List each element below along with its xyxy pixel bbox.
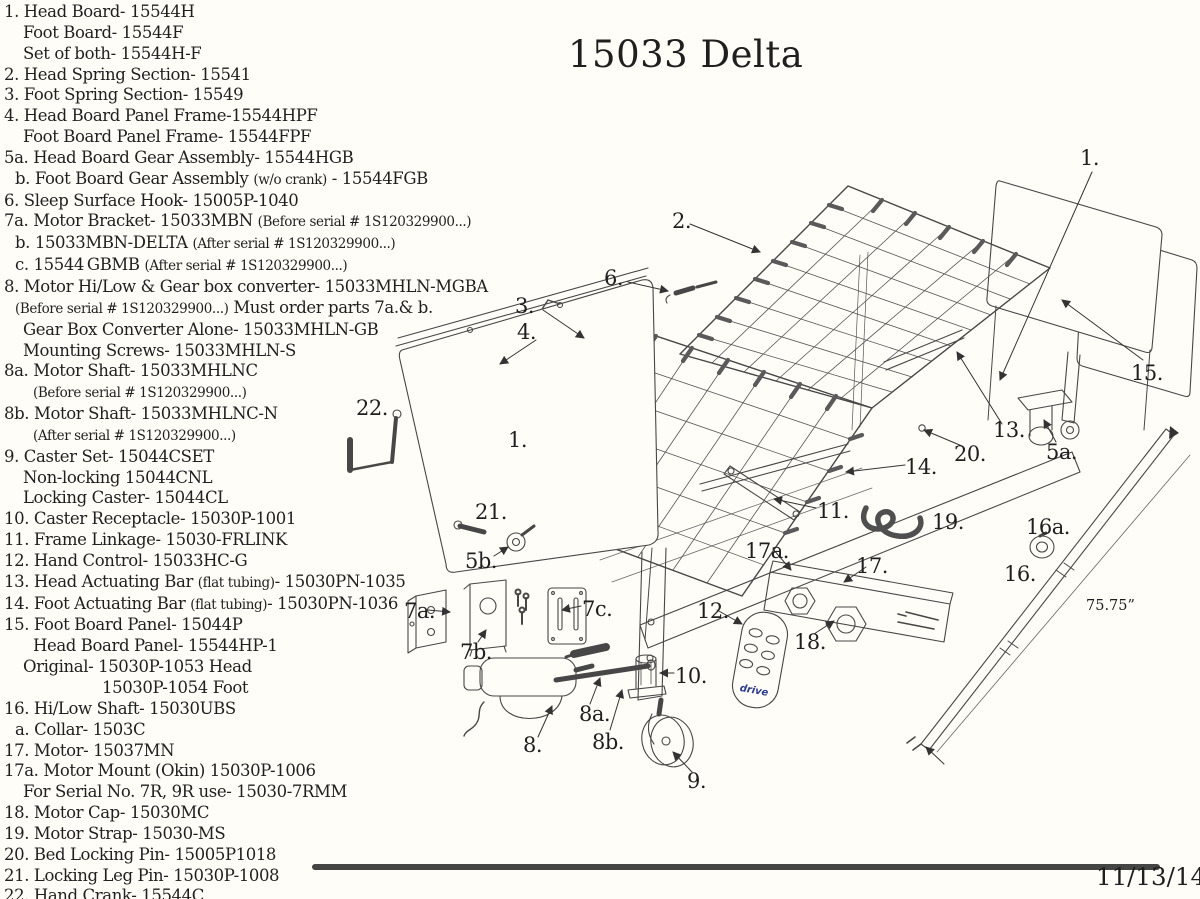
revision-date: 11/13/14	[1096, 862, 1200, 891]
parts-list-line: 14. Foot Actuating Bar (flat tubing)- 15…	[4, 593, 398, 613]
parts-list-line: 2. Head Spring Section- 15541	[4, 64, 251, 84]
parts-list-line: 4. Head Board Panel Frame-15544HPF	[4, 106, 318, 126]
parts-list-line: 13. Head Actuating Bar (flat tubing)- 15…	[4, 571, 406, 591]
parts-list-line: (Before serial # 1S120329900...)	[33, 385, 247, 402]
parts-list-line: Non-locking 15044CNL	[23, 467, 213, 487]
frame-linkage-bar	[723, 465, 801, 521]
parts-list-line: (After serial # 1S120329900...)	[33, 427, 236, 444]
dimension-label: 75.75”	[1084, 598, 1137, 614]
motor-strap	[861, 505, 924, 539]
parts-list-line: a. Collar- 1503C	[15, 719, 146, 739]
parts-list-line: 15030P-1054 Foot	[102, 678, 249, 697]
bed-base-frame	[599, 351, 1081, 649]
parts-list-line: 15. Foot Board Panel- 15044P	[4, 615, 243, 635]
parts-list-line: 9. Caster Set- 15044CSET	[4, 446, 214, 466]
parts-list-line: 22. Hand Crank- 15544C	[4, 886, 204, 899]
parts-list-line: Set of both- 15544H-F	[23, 43, 202, 63]
motor-shaft-8a	[564, 643, 610, 659]
locking-leg-pin	[453, 520, 487, 535]
parts-list-line: 19. Motor Strap- 15030-MS	[4, 823, 226, 843]
parts-list-line: 8. Motor Hi/Low & Gear box converter- 15…	[4, 276, 488, 296]
parts-list-line: b. 15033MBN-DELTA (After serial # 1S1203…	[15, 233, 396, 253]
parts-list-line: 5a. Head Board Gear Assembly- 15544HGB	[4, 147, 354, 167]
parts-list-line: 12. Hand Control- 15033HC-G	[4, 550, 248, 570]
motor-assembly	[763, 560, 954, 643]
parts-list-line: 11. Frame Linkage- 15030-FRLINK	[4, 530, 287, 550]
head-section-springs	[696, 197, 1019, 342]
hi-low-motor	[463, 657, 595, 737]
foot-board-panel-front	[395, 267, 659, 573]
parts-list-line: 6. Sleep Surface Hook- 15005P-1040	[4, 190, 299, 210]
motor-shaft-8b	[553, 659, 656, 683]
parts-list-line: Locking Caster- 15044CL	[23, 488, 228, 508]
parts-list-line: c. 15544 GBMB (After serial # 1S12032990…	[15, 255, 348, 275]
head-gear-assembly	[1017, 389, 1080, 446]
motor-bracket-plate-7c	[547, 587, 587, 645]
hand-crank	[347, 409, 402, 473]
scan-artifact-bar	[312, 864, 1160, 870]
remote-brand-logo: drive	[739, 683, 770, 699]
hand-control-remote: drive	[731, 611, 789, 709]
parts-list-line: Foot Board Panel Frame- 15544FPF	[23, 127, 312, 147]
sleep-surface-hook	[665, 280, 718, 304]
parts-list-line: 7a. Motor Bracket- 15033MBN (Before seri…	[4, 211, 472, 231]
parts-list-line: 3. Foot Spring Section- 15549	[4, 85, 244, 105]
parts-list-line: 21. Locking Leg Pin- 15030P-1008	[4, 865, 280, 885]
hi-low-shaft	[906, 426, 1191, 753]
caster-receptacle	[627, 654, 667, 699]
head-actuating-bar	[883, 329, 965, 371]
bed-locking-pin-hole	[918, 424, 926, 432]
parts-list-line: 10. Caster Receptacle- 15030P-1001	[4, 509, 296, 529]
mounting-screws	[514, 588, 530, 625]
caster-wheel	[641, 697, 694, 768]
parts-list-line: b. Foot Board Gear Assembly (w/o crank) …	[15, 168, 428, 188]
callout-leaders	[427, 171, 1144, 773]
parts-list-line: 16. Hi/Low Shaft- 15030UBS	[4, 698, 236, 718]
parts-list-line: For Serial No. 7R, 9R use- 15030-7RMM	[23, 782, 348, 802]
parts-list-line: Head Board Panel- 15544HP-1	[33, 636, 278, 656]
head-board-panel-1	[986, 180, 1163, 431]
parts-list-line: 1. Head Board- 15544H	[4, 2, 195, 21]
parts-list-line: 20. Bed Locking Pin- 15005P1018	[4, 844, 277, 864]
page-title: 15033 Delta	[568, 33, 804, 76]
parts-list-line: Foot Board- 15544F	[23, 22, 184, 42]
foot-gear-assembly	[506, 524, 536, 552]
motor-bracket-7a	[407, 589, 447, 654]
parts-list-line: 18. Motor Cap- 15030MC	[4, 803, 210, 823]
hi-low-collar	[1029, 531, 1055, 559]
parts-list-line: 17a. Motor Mount (Okin) 15030P-1006	[4, 761, 316, 781]
parts-list-line: Original- 15030P-1053 Head	[23, 657, 252, 677]
parts-list-line: Gear Box Converter Alone- 15033MHLN-GB	[23, 319, 379, 339]
parts-list-line: (Before serial # 1S120329900...) Must or…	[15, 297, 433, 317]
parts-list-line: 8b. Motor Shaft- 15033MHLNC-N	[4, 404, 278, 424]
motor-bracket-7b	[463, 579, 507, 657]
dimension-line	[936, 454, 1191, 753]
parts-list-line: 8a. Motor Shaft- 15033MHLNC	[4, 361, 258, 381]
parts-list-line: 17. Motor- 15037MN	[4, 740, 175, 760]
parts-list-line: Mounting Screws- 15033MHLN-S	[23, 340, 296, 360]
foot-actuating-bar	[699, 443, 851, 492]
